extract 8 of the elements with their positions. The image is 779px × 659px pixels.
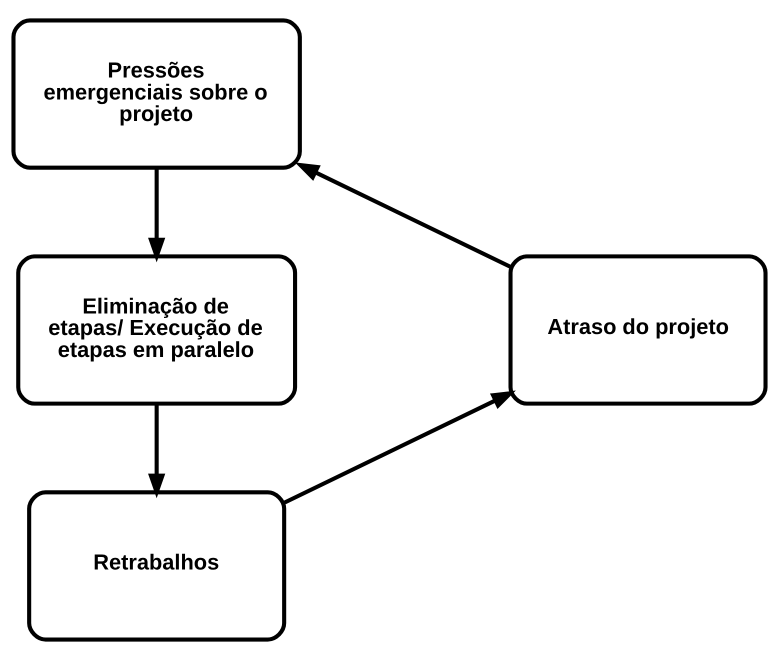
arrow <box>148 167 166 262</box>
arrow <box>284 390 516 504</box>
node-box: Retrabalhos <box>27 490 286 642</box>
node-box: Pressões emergenciais sobre o projeto <box>11 18 302 170</box>
node-box: Eliminação de etapas/ Execução de etapas em paralelo <box>16 254 298 406</box>
arrow <box>294 162 511 268</box>
node-box: Atraso do projeto <box>508 254 768 406</box>
arrow <box>148 403 166 498</box>
